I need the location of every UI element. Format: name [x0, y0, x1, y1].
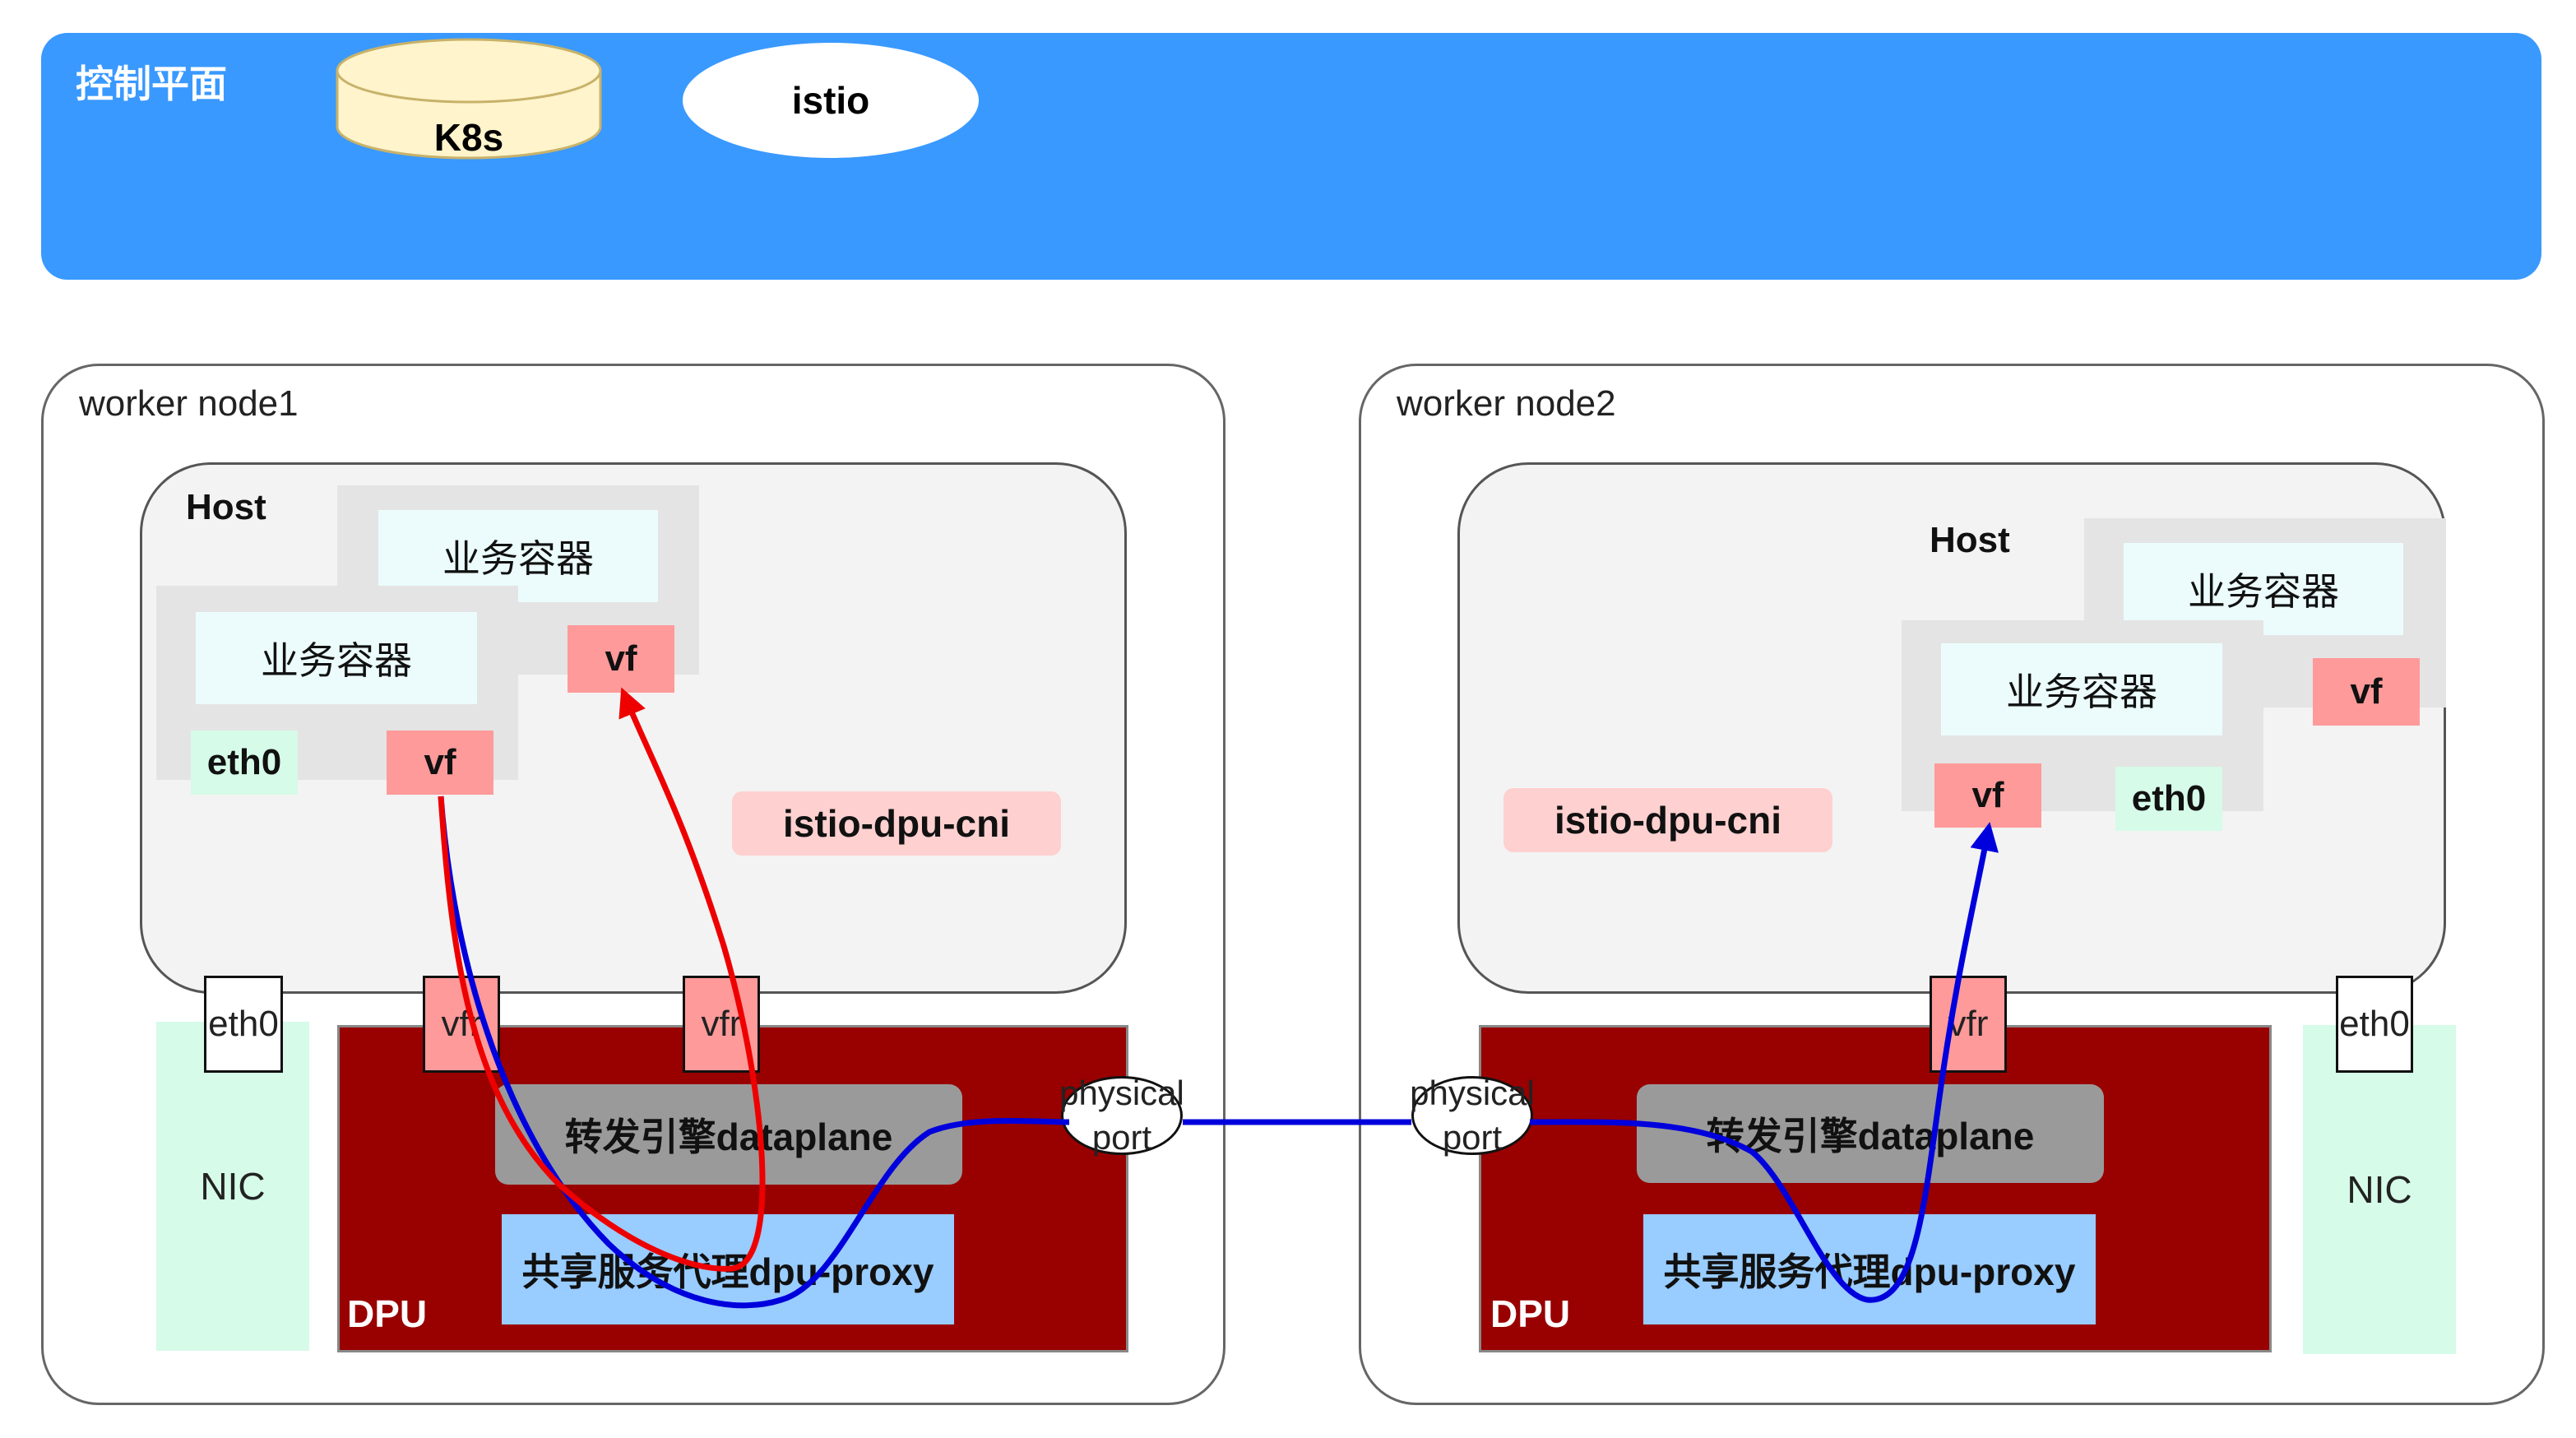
worker-1-host-title: Host: [186, 487, 266, 527]
worker-2-physical-port: physical port: [1410, 1074, 1535, 1157]
worker-2-dpu-label: DPU: [1490, 1292, 1571, 1335]
worker-2-eth0-port: eth0: [2336, 976, 2413, 1073]
k8s-label: K8s: [433, 116, 504, 159]
worker-2-physical-port-line1: physical: [1410, 1074, 1535, 1112]
control-plane-title: 控制平面: [76, 63, 227, 105]
k8s-database-icon: [336, 38, 602, 160]
worker-1-physical-port-line1: physical: [1059, 1074, 1184, 1112]
worker-1-dataplane: 转发引擎dataplane: [495, 1084, 962, 1185]
worker-2-nic: NIC: [2303, 1025, 2456, 1354]
worker-node-1-title: worker node1: [79, 383, 299, 424]
worker-1-physical-port-line2: port: [1091, 1118, 1152, 1157]
worker-1-vf-front: vf: [387, 731, 493, 795]
worker-2-istio-dpu-cni: istio-dpu-cni: [1503, 788, 1832, 852]
worker-1-istio-dpu-cni: istio-dpu-cni: [732, 791, 1061, 856]
worker-1-physical-port: physical port: [1059, 1074, 1184, 1157]
worker-2-vfr: vfr: [1930, 976, 2007, 1073]
worker-1-host-eth0: eth0: [191, 731, 298, 795]
worker-2-dataplane: 转发引擎dataplane: [1637, 1084, 2104, 1183]
worker-1-vf-back: vf: [568, 625, 674, 693]
worker-2-host-eth0: eth0: [2115, 767, 2222, 831]
worker-2-physical-port-line2: port: [1442, 1118, 1503, 1157]
worker-1-vfr-right: vfr: [683, 976, 760, 1073]
worker-1-service-container-front: 业务容器: [196, 612, 477, 704]
worker-2-host-title: Host: [1930, 520, 2010, 560]
worker-node-2-title: worker node2: [1397, 383, 1616, 424]
worker-1-eth0-port: eth0: [204, 976, 283, 1073]
worker-2-vf-front: vf: [1934, 763, 2041, 828]
worker-1-nic: NIC: [156, 1022, 309, 1351]
worker-2-service-container-front: 业务容器: [1941, 643, 2222, 735]
worker-2-service-container-back: 业务容器: [2124, 543, 2403, 635]
worker-1-vfr-left: vfr: [423, 976, 500, 1073]
worker-2-dpu-proxy: 共享服务代理dpu-proxy: [1643, 1214, 2096, 1324]
worker-2-vf-back: vf: [2313, 658, 2420, 726]
worker-1-dpu-proxy: 共享服务代理dpu-proxy: [502, 1214, 954, 1324]
istio-node: istio: [683, 43, 979, 158]
istio-label: istio: [791, 79, 870, 122]
worker-1-dpu-label: DPU: [347, 1292, 428, 1335]
